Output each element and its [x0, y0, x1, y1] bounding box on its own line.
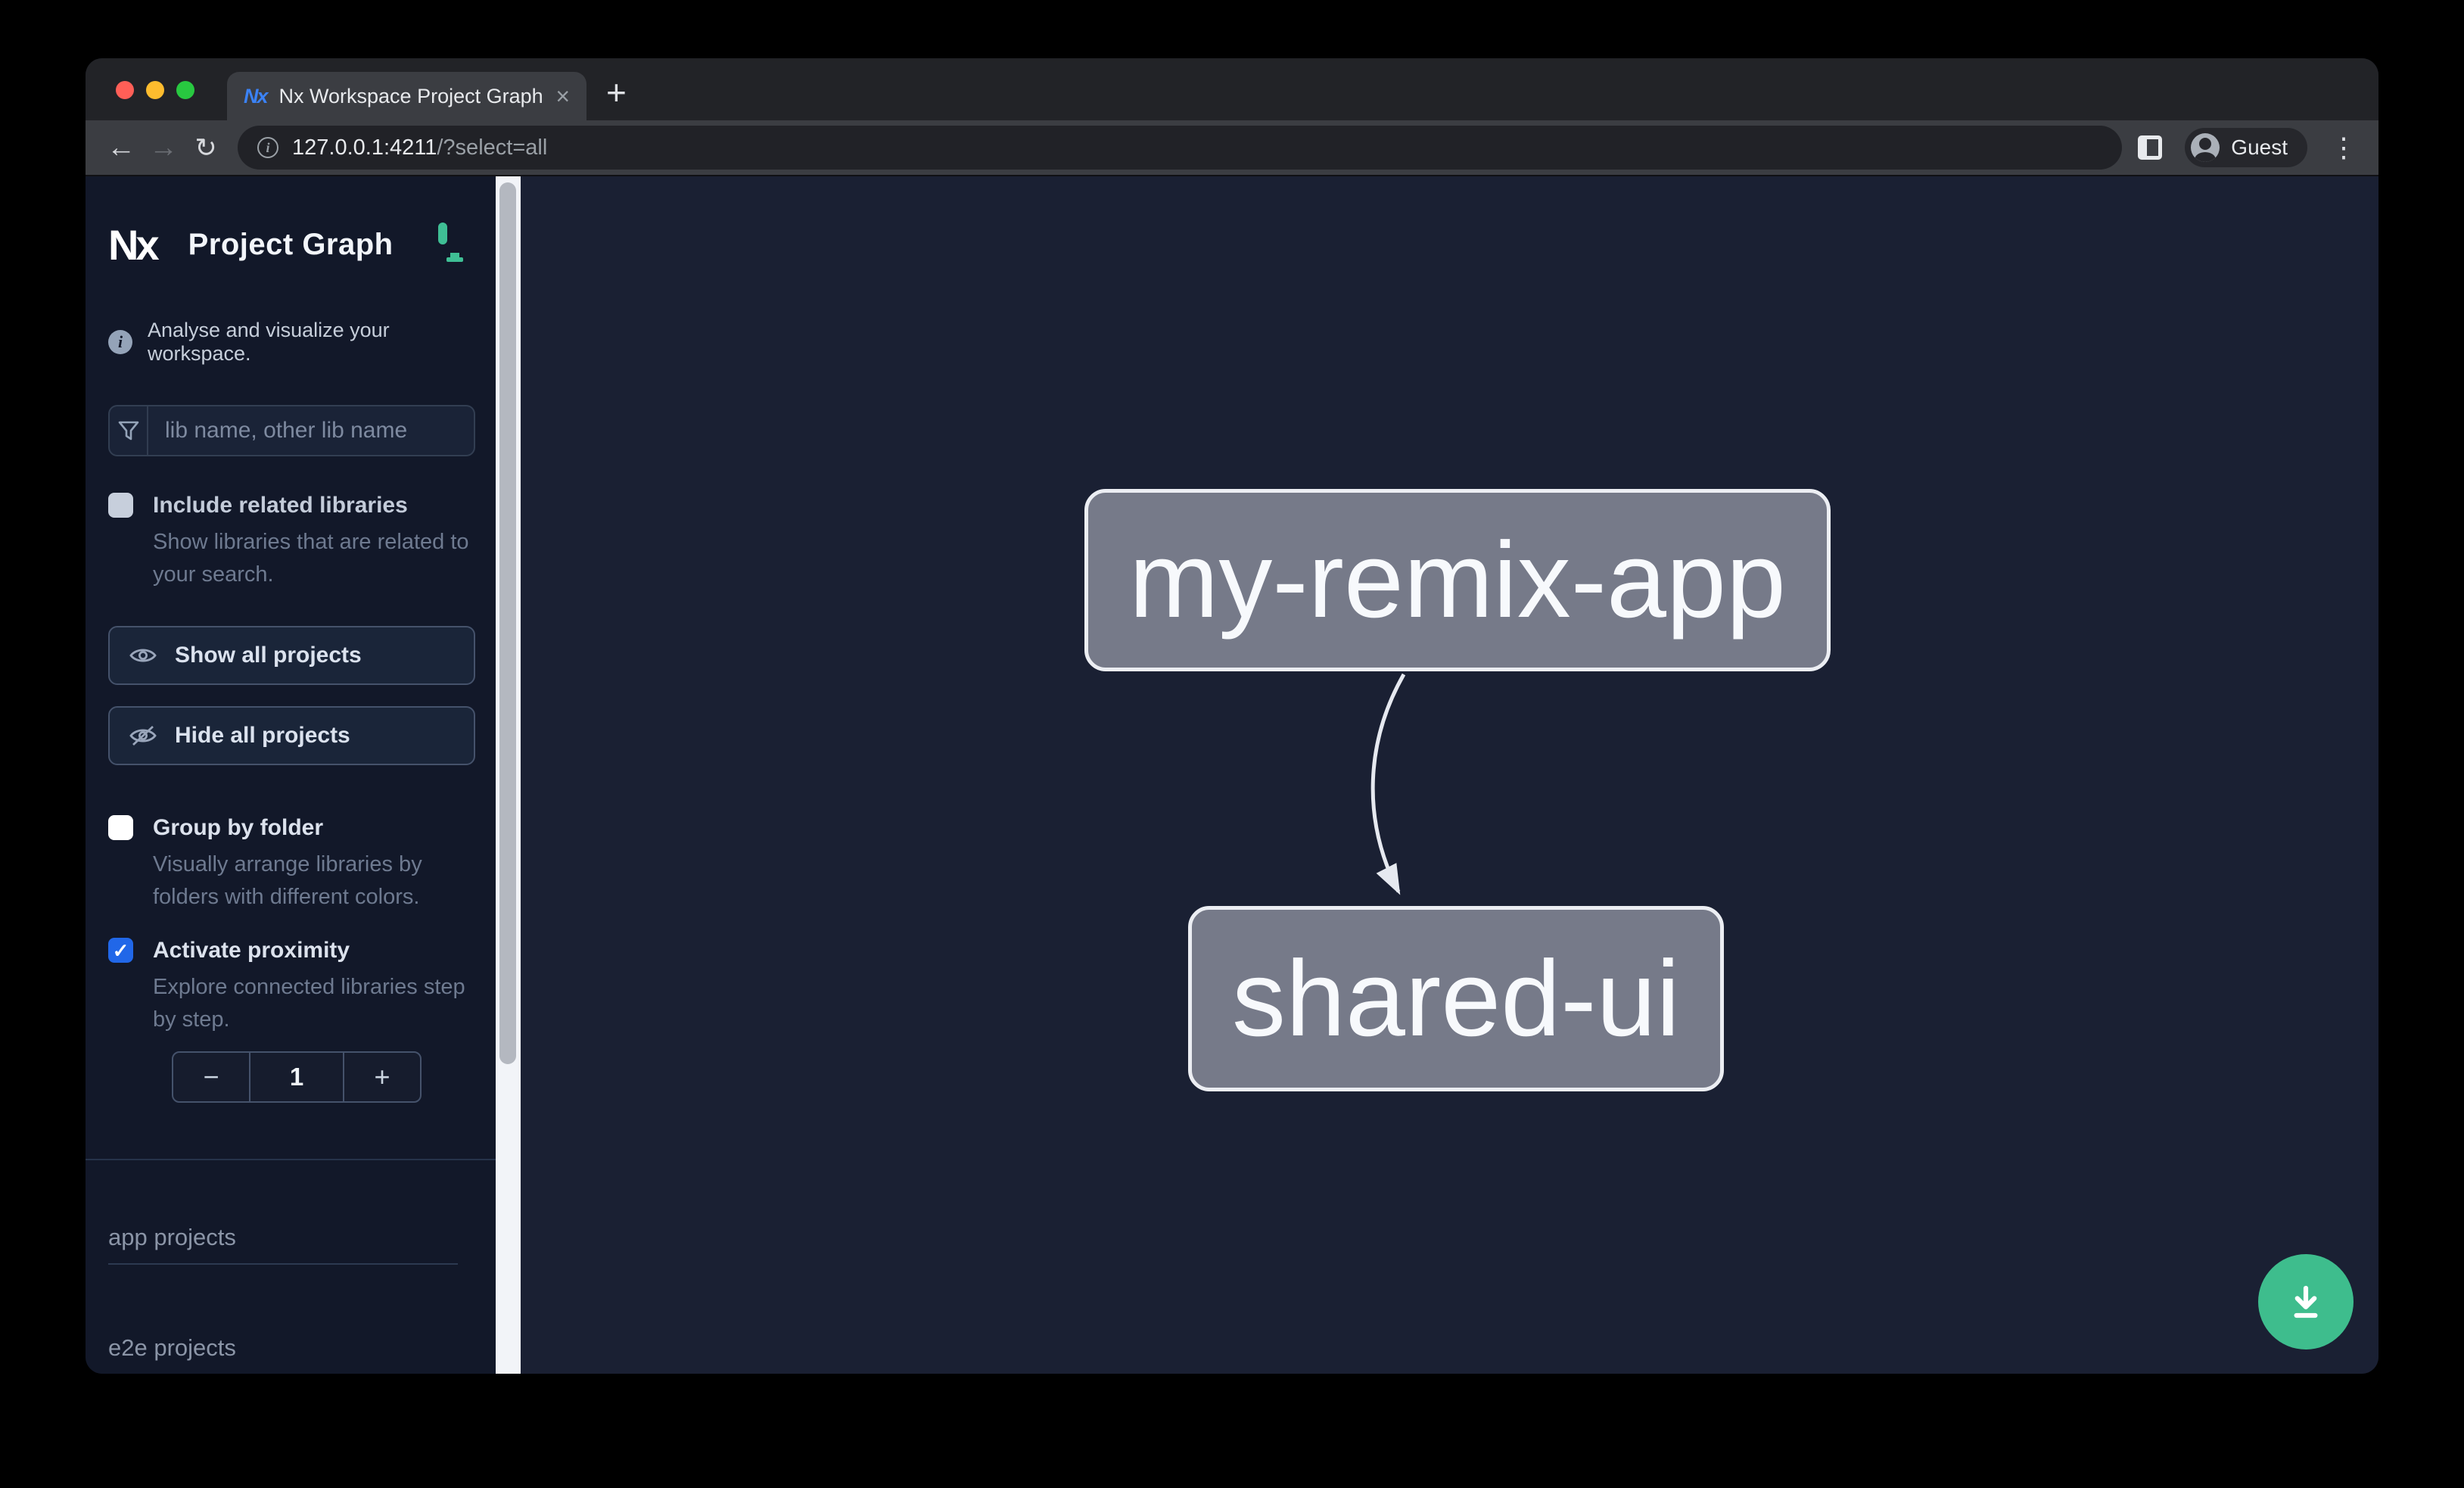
section-app-projects: app projects — [108, 1224, 458, 1265]
activate-proximity-checkbox[interactable]: ✓ — [108, 938, 133, 963]
hide-all-projects-button[interactable]: Hide all projects — [108, 706, 475, 765]
option-label: Group by folder — [153, 815, 323, 840]
option-description: Visually arrange libraries by folders wi… — [153, 852, 422, 909]
tagline-text: Analyse and visualize your workspace. — [148, 319, 390, 365]
option-activate-proximity: ✓ Activate proximity Explore connected l… — [108, 936, 473, 1036]
graph-edges-layer — [1370, 673, 1406, 895]
sidebar-header: Nx Project Graph — [108, 214, 473, 275]
toolbar-right: Guest ⋮ — [2138, 128, 2378, 167]
proximity-stepper: − 1 + — [172, 1051, 422, 1103]
address-bar[interactable]: i 127.0.0.1:4211/?select=all — [238, 126, 2122, 170]
tab-close-icon[interactable]: × — [555, 82, 570, 110]
window-controls — [116, 81, 194, 99]
zoom-window-button[interactable] — [176, 81, 194, 99]
profile-button[interactable]: Guest — [2185, 128, 2307, 167]
group-by-folder-checkbox[interactable] — [108, 815, 133, 840]
eye-off-icon — [129, 725, 157, 746]
page-title: Project Graph — [188, 227, 394, 261]
search-input[interactable] — [148, 406, 474, 455]
option-description: Show libraries that are related to your … — [153, 530, 469, 587]
reload-icon[interactable]: ↻ — [194, 132, 217, 163]
decrement-button[interactable]: − — [173, 1053, 249, 1101]
browser-toolbar: ← → ↻ i 127.0.0.1:4211/?select=all Guest… — [86, 120, 2378, 176]
section-e2e-projects: e2e projects — [108, 1334, 458, 1374]
tab-title: Nx Workspace Project Graph — [278, 84, 543, 107]
theme-system-icon[interactable] — [438, 223, 473, 262]
side-panel-icon[interactable] — [2138, 135, 2163, 160]
profile-label: Guest — [2231, 135, 2288, 159]
option-label: Activate proximity — [153, 938, 350, 963]
proximity-value[interactable]: 1 — [249, 1053, 344, 1101]
edge-my-remix-app-to-shared-ui[interactable] — [1370, 673, 1406, 895]
option-description: Explore connected libraries step by step… — [153, 975, 465, 1032]
eye-icon — [129, 649, 157, 662]
include-related-checkbox[interactable] — [108, 493, 133, 518]
url-path: /?select=all — [437, 135, 548, 160]
hide-all-label: Hide all projects — [175, 723, 350, 748]
workspace-tagline-row: i Analyse and visualize your workspace. — [108, 319, 473, 366]
check-icon: ✓ — [112, 939, 129, 962]
option-label: Include related libraries — [153, 493, 408, 518]
funnel-icon — [110, 406, 148, 455]
url-text: 127.0.0.1:4211/?select=all — [292, 135, 547, 160]
option-group-by-folder: Group by folder Visually arrange librari… — [108, 814, 473, 914]
sidebar-scrollbar-thumb[interactable] — [499, 182, 516, 1064]
browser-tab[interactable]: Nx Nx Workspace Project Graph × — [227, 72, 586, 120]
close-window-button[interactable] — [116, 81, 134, 99]
nx-favicon-icon: Nx — [244, 84, 268, 107]
menu-kebab-icon[interactable]: ⋮ — [2330, 132, 2357, 163]
increment-button[interactable]: + — [344, 1053, 420, 1101]
option-include-related: Include related libraries Show libraries… — [108, 491, 473, 591]
browser-window: Nx Nx Workspace Project Graph × + ← → ↻ … — [86, 58, 2378, 1374]
sidebar-divider — [86, 1159, 496, 1160]
back-icon[interactable]: ← — [107, 132, 135, 163]
nx-logo: Nx — [108, 220, 160, 269]
show-all-projects-button[interactable]: Show all projects — [108, 626, 475, 685]
forward-icon[interactable]: → — [149, 132, 178, 163]
tab-strip: Nx Nx Workspace Project Graph × + — [86, 58, 2378, 120]
filter-box — [108, 405, 475, 456]
app-content: Nx Project Graph i Analyse and visualize… — [86, 176, 2378, 1374]
info-icon: i — [108, 330, 132, 354]
node-my-remix-app[interactable]: my-remix-app — [1084, 489, 1831, 671]
graph-canvas[interactable]: my-remix-app shared-ui — [521, 176, 2378, 1374]
new-tab-button[interactable]: + — [606, 73, 627, 112]
node-shared-ui[interactable]: shared-ui — [1188, 906, 1724, 1091]
show-all-label: Show all projects — [175, 643, 362, 668]
site-info-icon[interactable]: i — [257, 137, 278, 158]
minimize-window-button[interactable] — [146, 81, 164, 99]
node-label: shared-ui — [1232, 938, 1680, 1059]
download-graph-button[interactable] — [2258, 1254, 2354, 1349]
download-icon — [2294, 1285, 2318, 1318]
sidebar-scrollbar-track — [496, 176, 521, 1374]
sidebar: Nx Project Graph i Analyse and visualize… — [86, 176, 496, 1374]
node-label: my-remix-app — [1129, 519, 1786, 640]
url-host: 127.0.0.1:4211 — [292, 135, 437, 160]
avatar-icon — [2191, 133, 2220, 162]
